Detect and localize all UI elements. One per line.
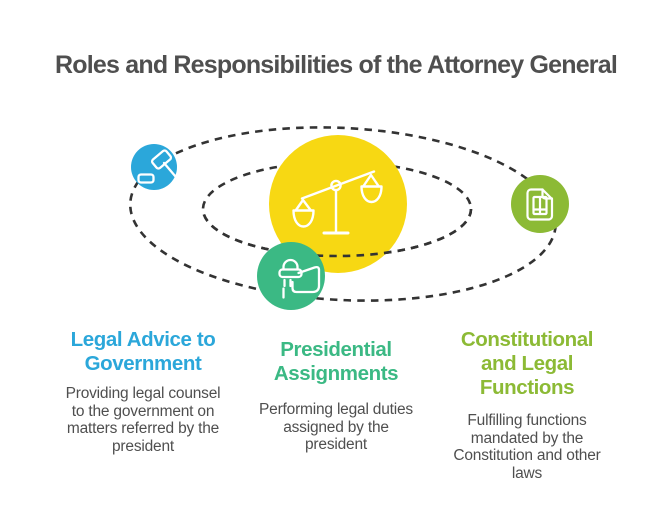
section-body: Fulfilling functions mandated by the Con…	[453, 412, 601, 482]
page-title: Roles and Responsibilities of the Attorn…	[55, 51, 618, 79]
satellite-constitutional	[511, 175, 569, 233]
hand-stamp-icon	[278, 258, 321, 299]
center-circle	[269, 135, 407, 273]
satellite-presidential	[257, 242, 325, 310]
gavel-circle	[131, 144, 177, 190]
section-heading: Presidential Assignments	[273, 338, 399, 385]
gavel-icon	[137, 149, 177, 184]
section-constitutional: Constitutional and Legal Functions Fulfi…	[427, 328, 627, 482]
section-heading: Legal Advice to Government	[70, 328, 216, 375]
section-heading: Constitutional and Legal Functions	[460, 328, 594, 399]
satellite-legal-advice	[131, 144, 177, 190]
document-icon	[526, 188, 554, 221]
section-presidential: Presidential Assignments Performing lega…	[236, 338, 436, 454]
scales-of-justice-icon	[292, 170, 383, 235]
section-body: Performing legal duties assigned by the …	[259, 401, 413, 453]
section-body: Providing legal counsel to the governmen…	[65, 385, 221, 455]
section-legal-advice: Legal Advice to Government Providing leg…	[43, 328, 243, 455]
